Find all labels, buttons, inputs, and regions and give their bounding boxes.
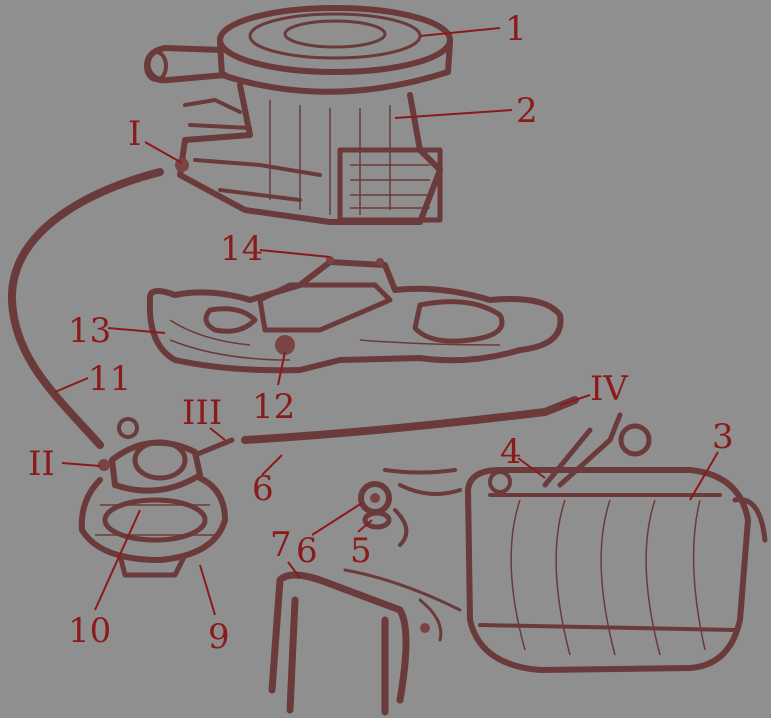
- carburetor-body: [177, 82, 443, 225]
- carburetor-assembly: [144, 5, 453, 225]
- air-filter-cover: [217, 5, 453, 75]
- label-14: 14: [220, 229, 263, 269]
- label-11: 11: [88, 359, 131, 399]
- label-roman-II: II: [28, 444, 55, 484]
- fuel-hose-pump-to-carburetor: [7, 168, 164, 449]
- label-10: 10: [68, 611, 111, 651]
- label-roman-III: III: [182, 393, 222, 433]
- label-13: 13: [68, 311, 111, 351]
- label-9: 9: [208, 617, 230, 657]
- label-5: 5: [350, 531, 372, 571]
- label-roman-I: I: [128, 114, 141, 154]
- callout-labels: 1 2 I 14 13 11 12 III IV 3 II 4 6 6 5 7 …: [28, 9, 734, 657]
- leader-lines: [54, 27, 719, 616]
- label-7: 7: [270, 525, 292, 565]
- label-4: 4: [500, 432, 522, 472]
- label-12: 12: [252, 387, 295, 427]
- fuel-tank: [465, 412, 768, 673]
- label-1: 1: [505, 9, 527, 49]
- mounting-bracket: [268, 568, 462, 716]
- label-roman-IV: IV: [590, 369, 629, 409]
- fuel-pump: [78, 417, 235, 578]
- filler-seal-parts: [358, 468, 462, 547]
- label-6-fuel-line: 6: [252, 469, 274, 509]
- intake-manifold: [146, 256, 564, 374]
- label-3: 3: [712, 417, 734, 457]
- label-6-seal: 6: [296, 531, 318, 571]
- label-2: 2: [516, 91, 538, 131]
